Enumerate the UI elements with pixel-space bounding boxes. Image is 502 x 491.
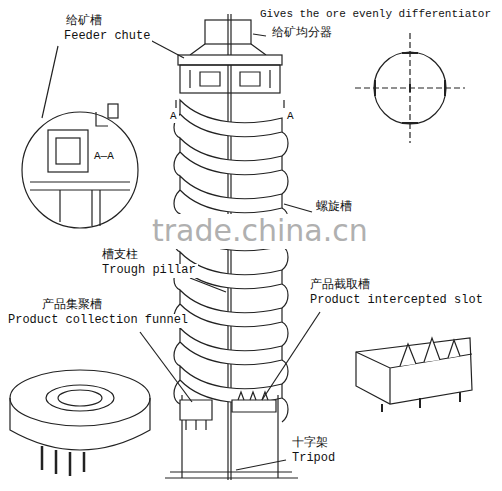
spiral-turn [180, 328, 282, 365]
section-mark-label: A [168, 110, 179, 123]
intercept-slot [232, 400, 276, 412]
section-detail-circle [22, 112, 138, 228]
differentiator-axis [355, 33, 465, 143]
part-label: Product collection funnel [6, 314, 190, 328]
leader-line [236, 460, 286, 470]
feeder-pipe [190, 44, 266, 55]
outlet-pipe [186, 420, 206, 430]
spiral-turn [180, 176, 282, 213]
leader-line [190, 278, 226, 292]
funnel-top [10, 370, 150, 426]
funnel-outlet [42, 446, 84, 476]
part-label: 产品截取槽 [308, 278, 372, 292]
part-label: 槽支柱 [100, 248, 140, 262]
feeder-chute-detail [190, 70, 270, 88]
top-frame [178, 55, 282, 65]
section-mark-label: A [285, 110, 296, 123]
slot-leg [382, 392, 460, 412]
tripod-base [170, 471, 292, 472]
spiral-turn [180, 100, 282, 137]
part-label: Gives the ore evenly differentiator [258, 8, 493, 21]
slot-body [356, 338, 472, 404]
section-corner [96, 112, 108, 126]
section-chute [48, 130, 88, 172]
leader-line [42, 46, 58, 118]
collection-box [180, 400, 212, 420]
watermark: trade.china.cn [150, 214, 370, 249]
section-inset [108, 104, 118, 118]
differentiator-blade [375, 53, 445, 123]
part-label: Tripod [290, 452, 337, 466]
leader-line [140, 332, 192, 402]
spiral-turn [180, 290, 282, 327]
leader-line [253, 34, 266, 36]
section-mark [176, 100, 284, 108]
part-label: Product intercepted slot [308, 294, 485, 308]
leader-line [150, 40, 184, 58]
section-chute-inner [56, 138, 80, 164]
part-label: 给矿均分器 [270, 26, 334, 40]
part-label: Feeder chute [62, 30, 152, 44]
leader-line [284, 204, 312, 212]
tripod-base [165, 477, 298, 478]
section-label: A—A [92, 150, 116, 163]
funnel-body [10, 398, 150, 450]
leg [277, 395, 278, 478]
part-label: 十字架 [290, 436, 330, 450]
leader-line [262, 312, 320, 400]
slot-divider [400, 338, 460, 366]
part-label: 给矿槽 [64, 14, 104, 28]
spiral-turn [180, 138, 282, 175]
part-label: 螺旋槽 [314, 200, 354, 214]
feeder-chute [180, 65, 280, 93]
part-label: 产品集聚槽 [40, 298, 104, 312]
spiral-turn [180, 366, 282, 403]
part-label: Trough pillar [100, 264, 198, 278]
funnel-inner [46, 385, 114, 411]
funnel-core [58, 390, 102, 406]
spiral-trough [174, 100, 288, 422]
section-frame [30, 182, 130, 226]
